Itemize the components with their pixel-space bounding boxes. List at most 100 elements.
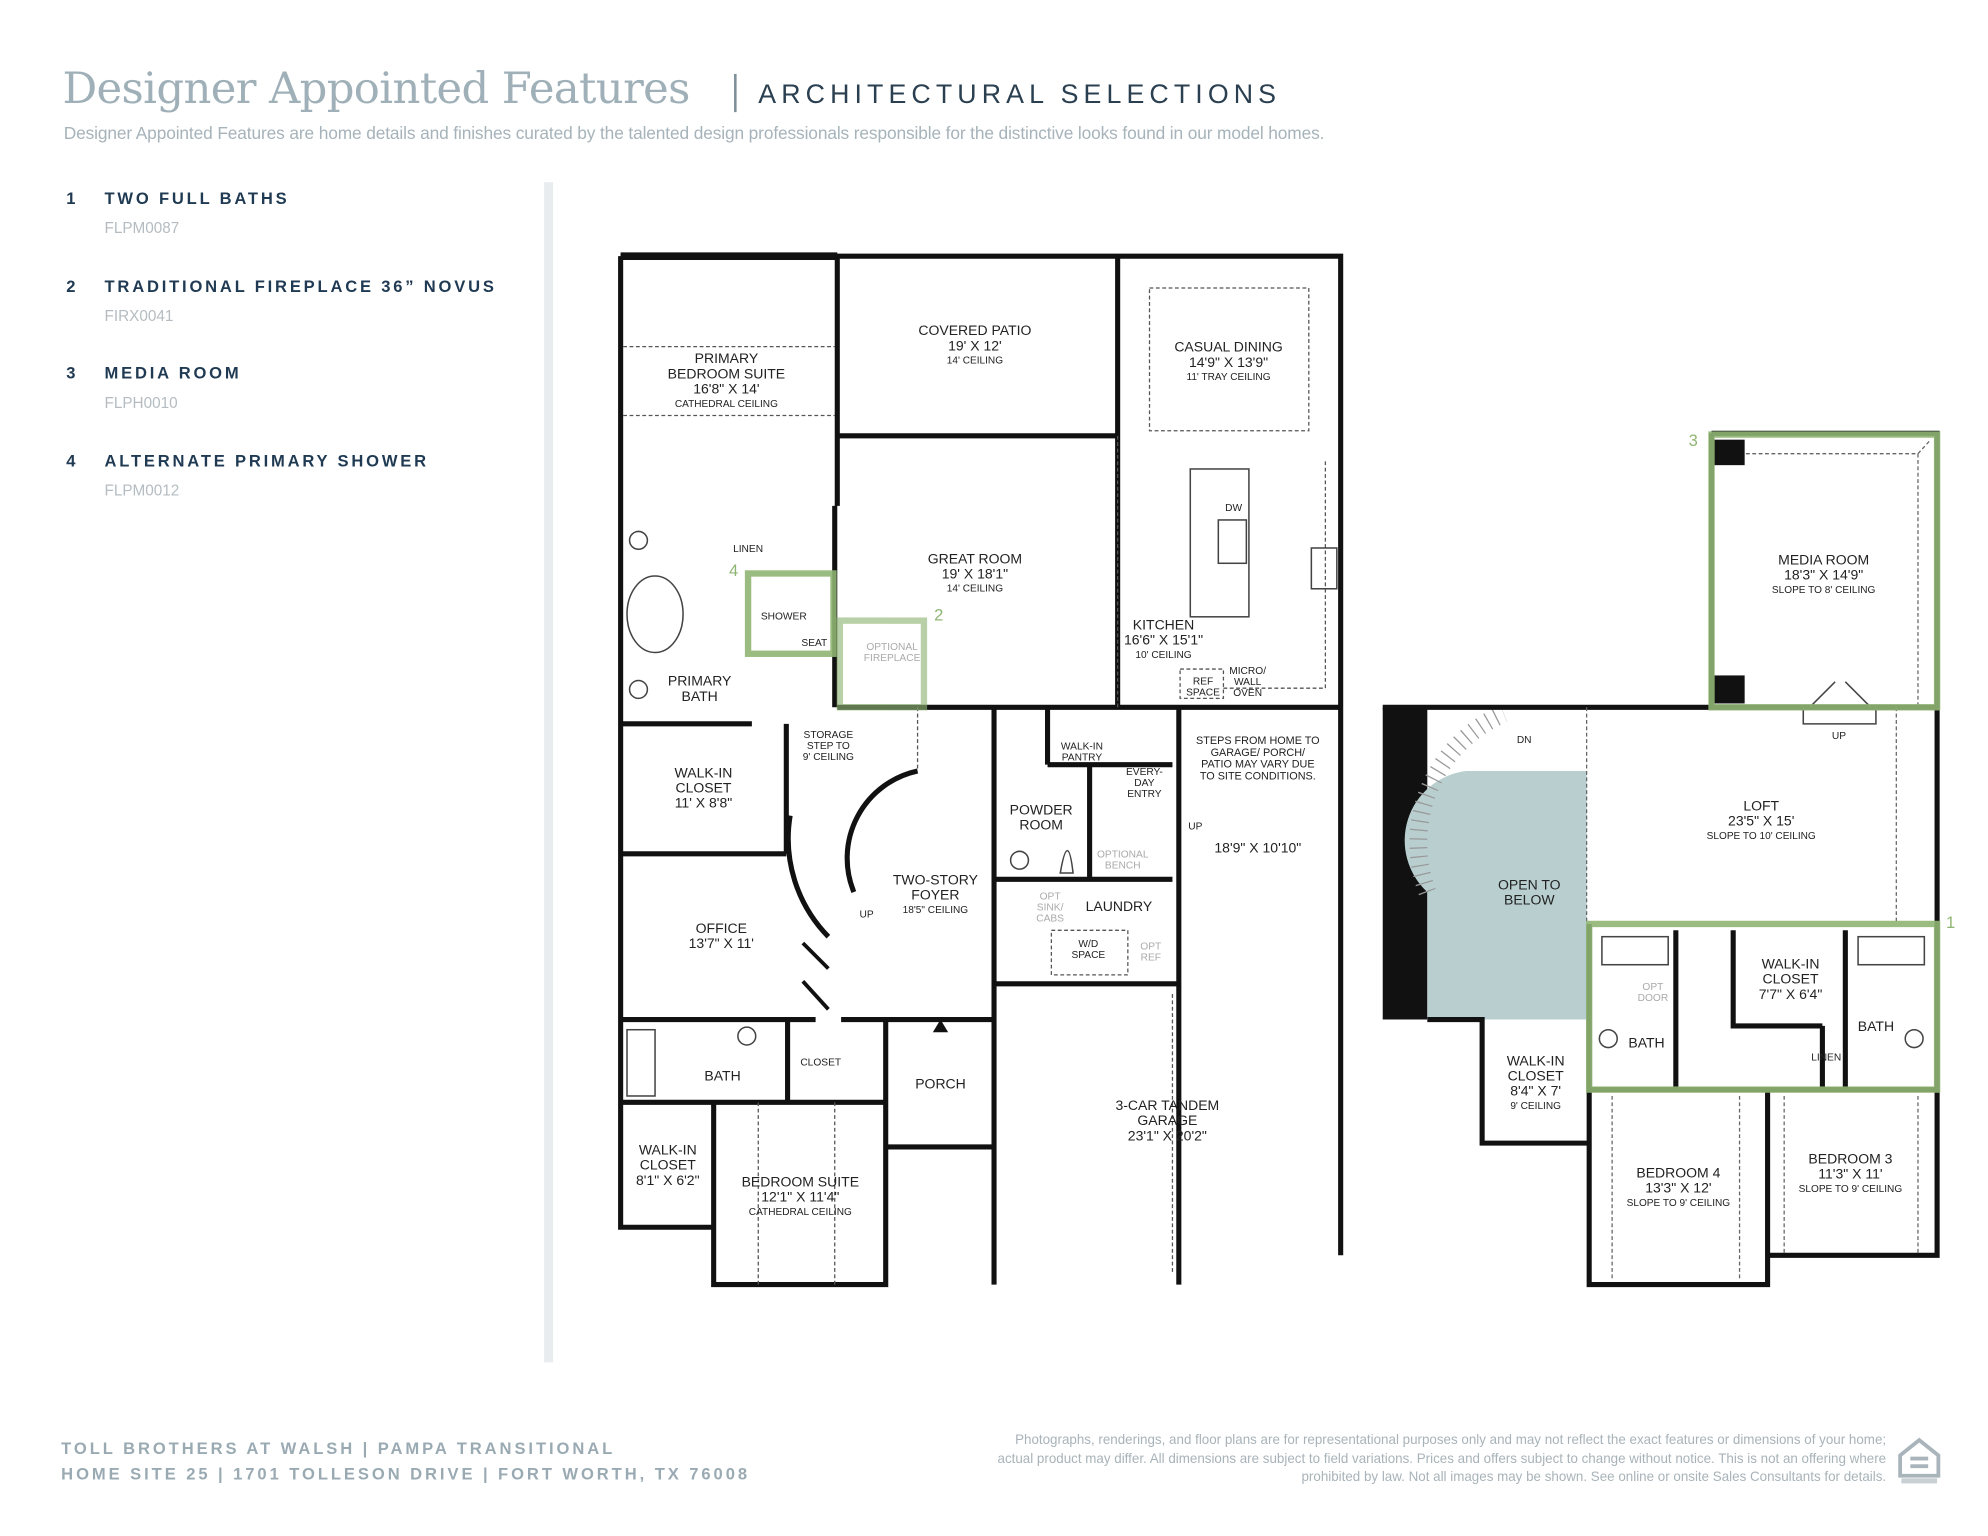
room-label-bath-2b: BATH: [1858, 1018, 1894, 1034]
marker-3: 3: [1689, 431, 1698, 450]
room-label-optional-bench: BENCH: [1105, 861, 1141, 872]
room-label-walkin-closet-3: WALK-IN: [1507, 1052, 1565, 1068]
room-label-opt-ref: OPT: [1140, 941, 1161, 952]
footer-address: HOME SITE 25 | 1701 TOLLESON DRIVE | FOR…: [61, 1464, 751, 1484]
room-label-garage-steps-area: 18'9" X 10'10": [1214, 840, 1301, 856]
room-label-walkin-closet-2: CLOSET: [1763, 971, 1819, 987]
feature-highlights: [744, 431, 1941, 1093]
page-subtitle: ARCHITECTURAL SELECTIONS: [758, 80, 1282, 110]
room-label-opt-door: DOOR: [1638, 993, 1669, 1004]
room-label-media-room: 18'3" X 14'9": [1784, 567, 1863, 583]
media-room-column: [1711, 675, 1745, 704]
feature-number: 1: [66, 188, 76, 208]
title-separator: [734, 73, 737, 113]
room-label-walkin-closet-suite: 8'1" X 6'2": [636, 1172, 700, 1188]
room-label-garage: 23'1" X 20'2": [1128, 1127, 1207, 1143]
room-label-primary-bath: BATH: [681, 688, 717, 704]
room-label-storage: 9' CEILING: [803, 752, 854, 763]
room-label-ref-space: SPACE: [1186, 687, 1220, 698]
room-label-ref-space: REF: [1193, 676, 1213, 687]
page-description: Designer Appointed Features are home det…: [63, 123, 1325, 143]
spiral-stairs: [1409, 705, 1508, 896]
room-label-opt-sink: SINK/: [1037, 903, 1064, 914]
room-label-bedroom-4: SLOPE TO 9' CEILING: [1627, 1198, 1731, 1209]
feature-name: ALTERNATE PRIMARY SHOWER: [104, 450, 429, 470]
room-label-bedroom-3: 11'3" X 11': [1818, 1166, 1882, 1182]
feature-code: FLPM0087: [104, 219, 180, 238]
footer-community: TOLL BROTHERS AT WALSH | PAMPA TRANSITIO…: [61, 1438, 616, 1458]
room-label-bedroom-4: BEDROOM 4: [1636, 1165, 1720, 1181]
room-label-kitchen: KITCHEN: [1133, 617, 1194, 633]
room-label-up-garage: UP: [1188, 822, 1202, 833]
room-label-office: OFFICE: [696, 920, 747, 936]
room-label-opt-sink: OPT: [1040, 892, 1061, 903]
room-label-two-story-foyer: FOYER: [911, 887, 959, 903]
equal-housing-logo-icon: [1898, 1437, 1941, 1484]
room-label-laundry: LAUNDRY: [1086, 898, 1153, 914]
room-label-loft: 23'5" X 15': [1728, 813, 1794, 829]
room-label-primary-bedroom: CATHEDRAL CEILING: [675, 399, 778, 410]
room-label-powder-room: POWDER: [1010, 801, 1073, 817]
room-label-opt-ref: REF: [1141, 952, 1161, 963]
room-label-kitchen: 10' CEILING: [1135, 650, 1191, 661]
room-label-great-room: 19' X 18'1": [942, 565, 1008, 581]
marker-4: 4: [729, 561, 738, 580]
room-label-walkin-pantry: WALK-IN: [1061, 741, 1103, 752]
room-label-porch: PORCH: [915, 1075, 966, 1091]
feature-code: FLPM0012: [104, 481, 180, 499]
highlight-media-room[interactable]: [1708, 431, 1941, 711]
room-label-bedroom-suite: 12'1" X 11'4": [761, 1189, 839, 1205]
room-label-bedroom-suite: CATHEDRAL CEILING: [749, 1207, 852, 1218]
room-label-powder-room: ROOM: [1019, 816, 1063, 832]
room-label-loft: SLOPE TO 10' CEILING: [1707, 831, 1816, 842]
feature-name: TWO FULL BATHS: [104, 188, 290, 208]
room-label-covered-patio: 14' CEILING: [947, 356, 1003, 367]
media-room-column: [1711, 439, 1745, 466]
room-label-media-room: SLOPE TO 8' CEILING: [1772, 585, 1876, 596]
second-floor-fixtures: [1598, 681, 1926, 1049]
room-label-primary-bedroom: BEDROOM SUITE: [668, 365, 785, 381]
room-label-storage: STEP TO: [807, 741, 850, 752]
highlight-fireplace[interactable]: [836, 617, 928, 711]
room-label-wd-space: SPACE: [1071, 950, 1105, 961]
room-label-bedroom-4: 13'3" X 12': [1645, 1180, 1711, 1196]
legal-disclaimer: Photographs, renderings, and floor plans…: [997, 1432, 1887, 1485]
room-label-casual-dining: 11' TRAY CEILING: [1186, 372, 1270, 383]
entry-arrow-icon: [932, 1019, 949, 1033]
feature-number: 2: [66, 275, 76, 296]
highlight-full-baths[interactable]: [1585, 920, 1941, 1093]
room-label-walkin-closet-3: 9' CEILING: [1510, 1101, 1561, 1112]
open-to-below-area: [1404, 771, 1587, 1020]
room-label-closet-first: CLOSET: [800, 1057, 841, 1068]
room-label-micro-oven: WALL: [1234, 677, 1262, 688]
room-label-steps-note: TO SITE CONDITIONS.: [1200, 770, 1316, 782]
room-label-walkin-closet-suite: WALK-IN: [639, 1142, 697, 1158]
room-label-primary-bedroom: 16'8" X 14': [693, 380, 759, 396]
room-label-storage: STORAGE: [804, 730, 854, 741]
room-label-bedroom-3: SLOPE TO 9' CEILING: [1799, 1184, 1903, 1195]
room-label-bedroom-3: BEDROOM 3: [1808, 1151, 1892, 1167]
room-label-steps-note: PATIO MAY VARY DUE: [1201, 759, 1315, 771]
room-label-steps-note: GARAGE/ PORCH/: [1211, 747, 1306, 759]
room-label-walkin-closet-primary: CLOSET: [675, 780, 731, 796]
room-label-bedroom-suite: BEDROOM SUITE: [742, 1173, 859, 1189]
room-label-wd-space: W/D: [1078, 939, 1098, 950]
room-label-everyday-entry: EVERY-: [1126, 767, 1163, 778]
room-label-seat: SEAT: [801, 638, 827, 649]
sidebar-divider: [544, 182, 554, 1363]
room-label-covered-patio: COVERED PATIO: [918, 322, 1031, 338]
room-label-walkin-closet-primary: WALK-IN: [675, 764, 733, 780]
room-label-two-story-foyer: TWO-STORY: [893, 871, 979, 887]
feature-code: FIRX0041: [104, 306, 174, 325]
room-label-bath-2a: BATH: [1628, 1035, 1664, 1051]
room-label-everyday-entry: ENTRY: [1127, 789, 1162, 800]
room-label-open-to-below: BELOW: [1504, 892, 1555, 908]
room-label-primary-bedroom: PRIMARY: [695, 350, 759, 366]
room-label-primary-bath: PRIMARY: [668, 673, 732, 689]
room-label-steps-note: STEPS FROM HOME TO: [1196, 735, 1320, 747]
highlight-shower[interactable]: [744, 570, 837, 657]
room-label-walkin-closet-3: CLOSET: [1508, 1068, 1564, 1084]
